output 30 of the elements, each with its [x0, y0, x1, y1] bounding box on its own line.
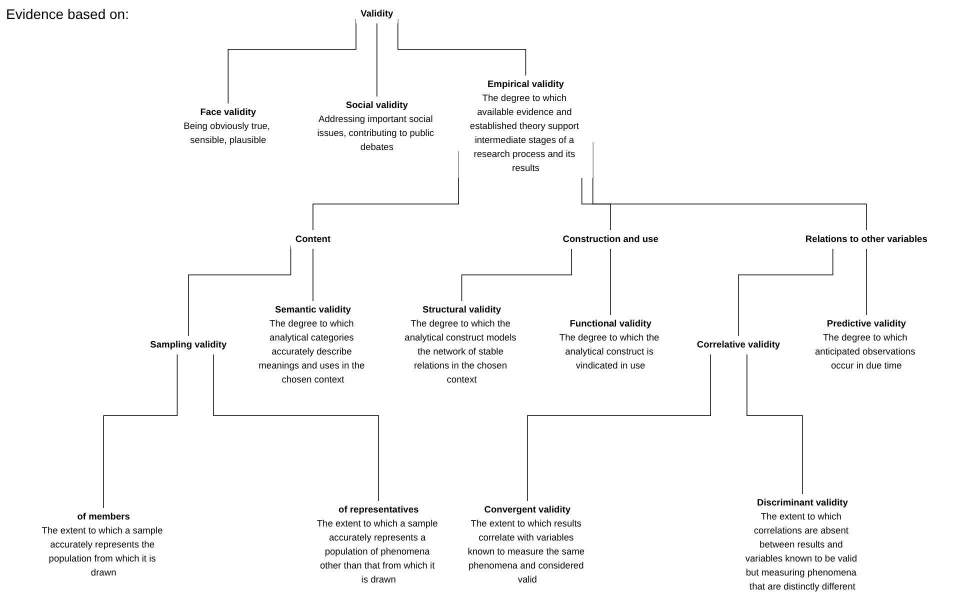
note-text: Evidence based on: — [6, 6, 129, 22]
node-text: of representatives The extent to which a sample accurately represents a population of phenomena other than that from which it is drawn — [316, 505, 438, 585]
connector — [738, 248, 834, 336]
connector — [866, 248, 867, 316]
connector — [376, 22, 378, 97]
connector — [461, 248, 572, 302]
node-text: Social validity Addressing important social issues, contributing to public debates — [317, 100, 434, 152]
node-text: Discriminant validity The extent to which correlations are absent between results and variables known to be valid but measuring phenomena that are distinctly different — [745, 498, 857, 592]
connector — [581, 177, 611, 231]
node-text: Correlative validity — [696, 340, 780, 350]
node-text: Convergent validity The extent to which results correlate with variables known to measure the same phenomena and considered valid — [468, 505, 585, 585]
connector — [103, 354, 178, 508]
node-text: Structural validity The degree to which the analytical construct models the network of stable relations in the chosen context — [404, 305, 516, 385]
node-text: Predictive validity The degree to which anticipated observations occur in due time — [814, 319, 916, 371]
node-text: Relations to other variables — [805, 234, 928, 244]
connector — [213, 354, 379, 502]
node-text: Sampling validity — [150, 340, 227, 350]
connector — [610, 248, 611, 316]
node-text: Validity — [360, 8, 394, 19]
connector — [746, 354, 803, 494]
connector — [188, 245, 292, 336]
connector — [527, 354, 711, 502]
node-text: Content — [295, 234, 331, 244]
connector — [312, 248, 314, 302]
node-text: Empirical validity The degree to which available evidence and established theory support intermediate stages of a research process and its results — [470, 80, 579, 174]
node-text: Semantic validity The degree to which analytical categories accurately describe meanings and uses in the chosen context — [258, 305, 365, 385]
node-text: Construction and use — [562, 234, 658, 244]
node-text: Functional validity The degree to which the analytical construct is vindicated in use — [559, 319, 660, 371]
node-text: Face validity Being obviously true, sensible, plausible — [184, 108, 270, 146]
node-text: of members The extent to which a sample accurately represents the population from which it is drawn — [42, 512, 163, 578]
